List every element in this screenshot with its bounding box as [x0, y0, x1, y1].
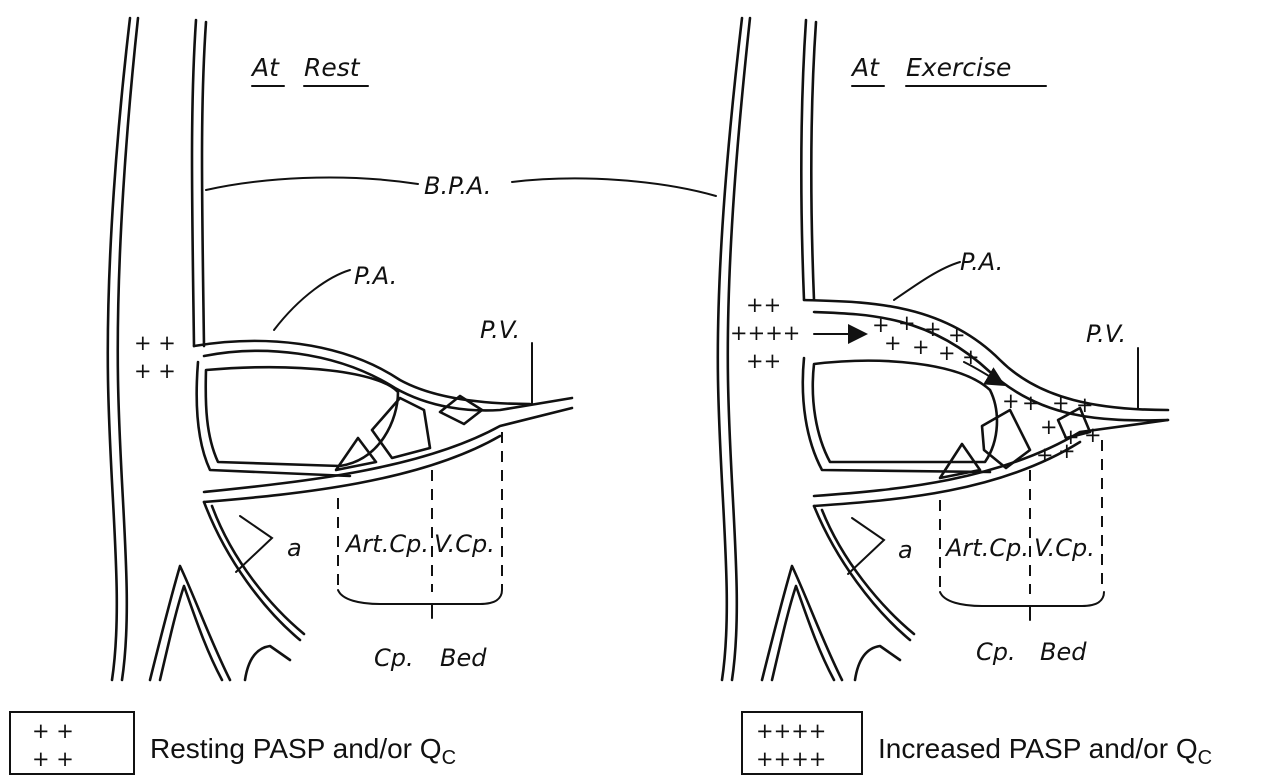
- legend-resting: + + + + Resting PASP and/or QC: [10, 712, 456, 774]
- rest-vessel-network: [150, 341, 572, 680]
- exercise-art-cp-label: Art.Cp.: [944, 534, 1029, 562]
- legend-increased-text: Increased PASP and/or QC: [878, 733, 1212, 769]
- bpa-leader-right: [512, 178, 716, 196]
- rest-pressure-marks-row1: + +: [134, 331, 176, 355]
- rest-art-cp-label: Art.Cp.: [344, 530, 429, 558]
- rest-pv-label: P.V.: [480, 316, 520, 344]
- exercise-panel: + + + + + + + + + + + + + + + + + a Art: [718, 18, 1168, 680]
- rest-pa-label: P.A.: [354, 262, 397, 290]
- rest-title-at: At: [250, 53, 280, 82]
- exercise-a-label: a: [898, 536, 913, 564]
- rest-bed-label: Bed: [440, 644, 487, 672]
- legend-increased: ++++ ++++ Increased PASP and/or QC: [742, 712, 1212, 774]
- exercise-pa-leader: [894, 262, 960, 300]
- svg-text:+: +: [962, 345, 980, 369]
- exercise-pv-label: P.V.: [1086, 320, 1126, 348]
- bpa-label: B.P.A.: [424, 172, 491, 200]
- exercise-pa-label: P.A.: [960, 248, 1003, 276]
- legend-resting-text: Resting PASP and/or QC: [150, 733, 456, 769]
- exercise-title-state: Exercise: [906, 53, 1011, 82]
- exercise-cp-label: Cp.: [976, 638, 1016, 666]
- svg-text:+: +: [1076, 393, 1094, 417]
- exercise-v-cp-label: V.Cp.: [1034, 534, 1095, 562]
- exercise-pressure-marks-row3: ++: [746, 349, 781, 373]
- svg-text:+: +: [1022, 391, 1040, 415]
- svg-text:+: +: [884, 331, 902, 355]
- legend-resting-box-row1: + +: [32, 719, 74, 743]
- exercise-bed-label: Bed: [1040, 638, 1087, 666]
- rest-pa-leader: [274, 270, 350, 330]
- legend-resting-box-row2: + +: [32, 747, 74, 771]
- legend-increased-box-row1: ++++: [756, 719, 826, 743]
- svg-text:+: +: [1052, 391, 1070, 415]
- rest-bed-guides: [338, 432, 502, 618]
- rest-title-state: Rest: [304, 53, 361, 82]
- svg-text:+: +: [1058, 439, 1076, 463]
- rest-panel: a Art.Cp. V.Cp. Cp. Bed P.A. P.V. + + + …: [108, 18, 572, 680]
- rest-cp-label: Cp.: [374, 644, 414, 672]
- svg-text:+: +: [1040, 415, 1058, 439]
- bpa-leader-left: [206, 177, 418, 190]
- rest-pressure-marks-row2: + +: [134, 359, 176, 383]
- svg-text:+: +: [1036, 443, 1054, 467]
- exercise-bed-guides: [940, 440, 1104, 620]
- exercise-title-at: At: [850, 53, 880, 82]
- exercise-increased-pressure-marks: + + + + + + + + + + + + + + + + +: [872, 311, 1102, 467]
- exercise-pressure-marks-row2: ++++: [730, 321, 800, 345]
- svg-text:+: +: [1084, 423, 1102, 447]
- svg-text:+: +: [938, 341, 956, 365]
- svg-text:+: +: [912, 335, 930, 359]
- rest-v-cp-label: V.Cp.: [434, 530, 495, 558]
- svg-text:+: +: [1002, 389, 1020, 413]
- legend-increased-box-row2: ++++: [756, 747, 826, 771]
- exercise-pressure-marks-row1: ++: [746, 293, 781, 317]
- rest-a-label: a: [287, 534, 302, 562]
